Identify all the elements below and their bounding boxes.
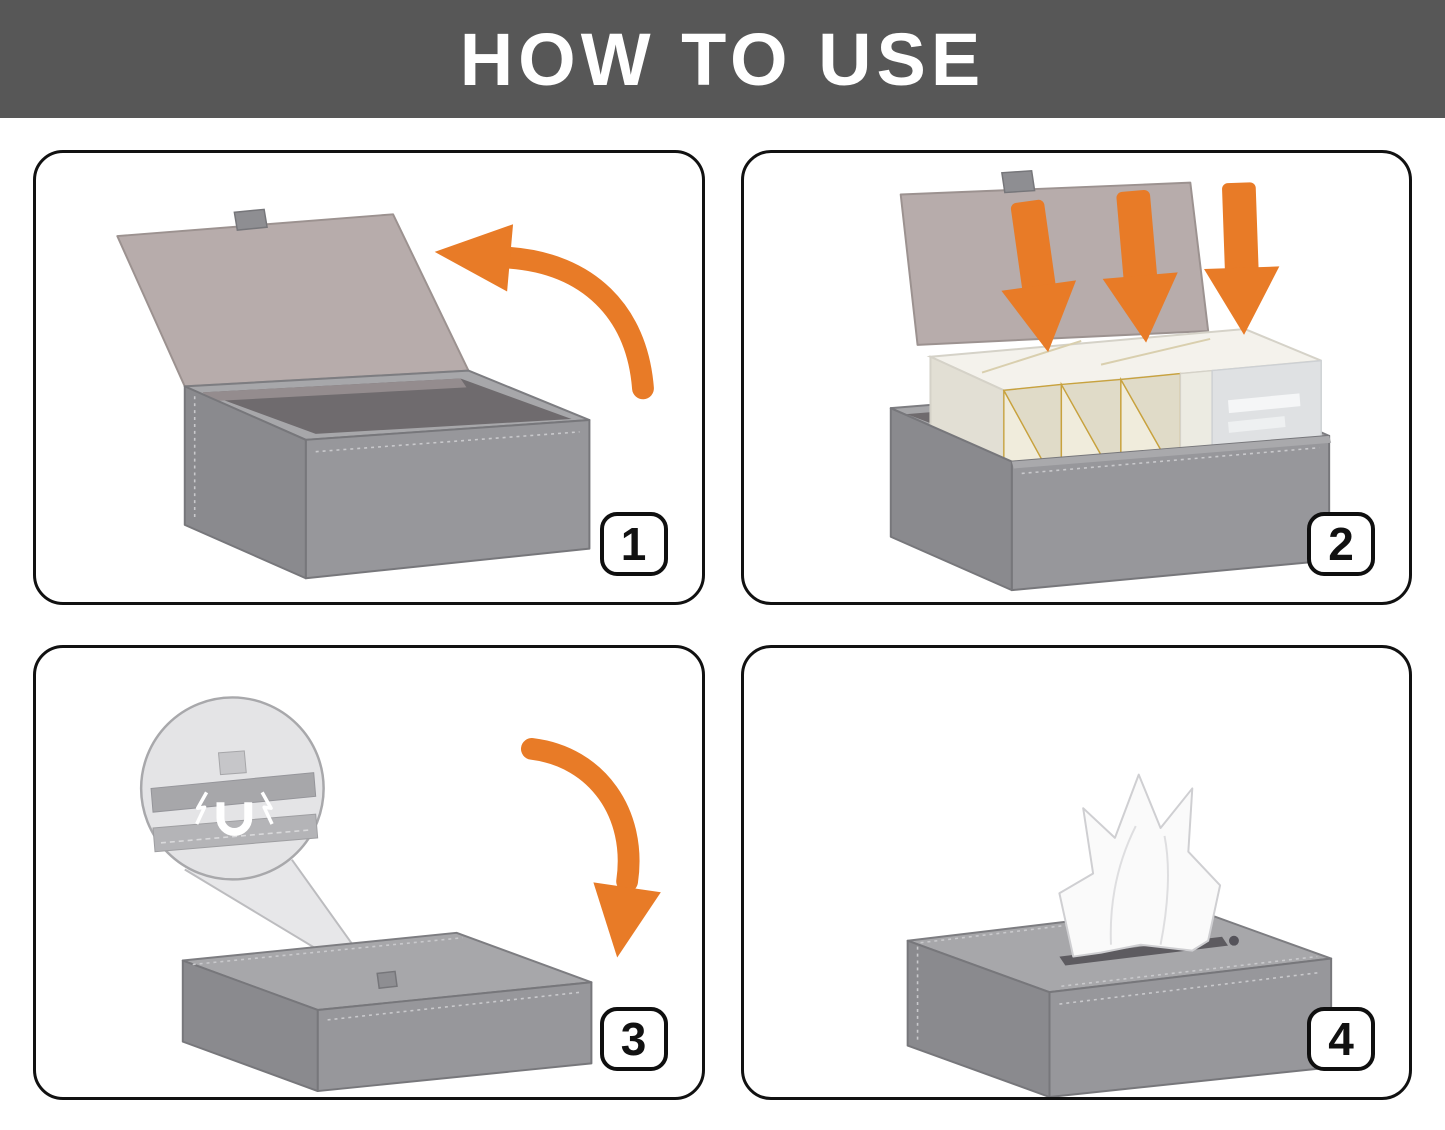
storage-box: [183, 369, 591, 580]
insert-arrows-icon: [1000, 182, 1279, 353]
magnifier-circle: [139, 696, 325, 881]
close-arrow-icon: [520, 737, 661, 958]
insert-tissue-illustration: [889, 170, 1331, 592]
step-panel-3: 3: [33, 645, 705, 1100]
closed-box: [181, 931, 593, 1093]
open-lid-illustration: [116, 208, 654, 580]
step-number-badge: 4: [1307, 1007, 1375, 1071]
lid-open: [116, 208, 470, 388]
tissue-sheet: [1057, 773, 1221, 958]
steps-grid: 1: [0, 118, 1445, 1130]
step-panel-2: 2: [740, 150, 1412, 605]
step-number-badge: 3: [599, 1007, 668, 1071]
box-front: [889, 407, 1331, 592]
close-lid-illustration: [139, 696, 661, 1093]
header-banner: HOW TO USE: [0, 0, 1445, 118]
step-number-badge: 2: [1307, 512, 1375, 576]
page-title: HOW TO USE: [459, 17, 986, 101]
slot-end-hole: [1228, 935, 1239, 946]
finished-box-illustration: [906, 773, 1332, 1097]
step-panel-4: 4: [740, 645, 1412, 1100]
step-panel-1: 1: [33, 150, 705, 605]
open-arrow-icon: [434, 224, 654, 400]
magnet-icon: [195, 791, 274, 836]
box-front: [906, 939, 1332, 1097]
step-number-badge: 1: [599, 512, 668, 576]
